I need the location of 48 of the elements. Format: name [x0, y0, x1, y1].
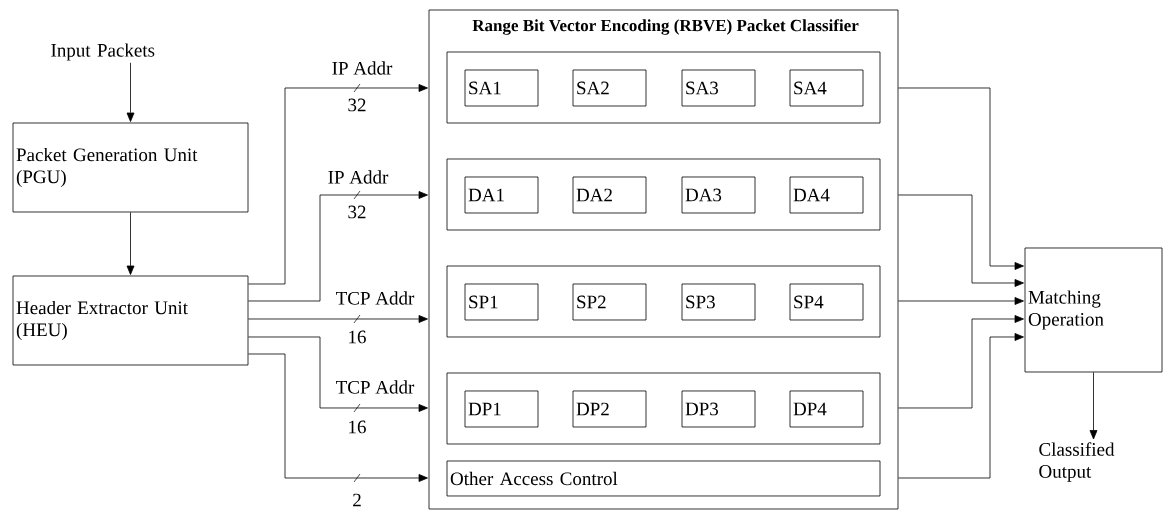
text-label: Input Packets [51, 43, 155, 61]
field-box: DP4 [789, 390, 864, 428]
field-box: DA1 [464, 176, 539, 214]
field-box: DA3 [681, 176, 756, 214]
arrow [126, 212, 135, 275]
arrow [898, 315, 1024, 409]
arrow [248, 84, 428, 285]
field-box: DA2 [572, 176, 647, 214]
arrow [1089, 372, 1098, 440]
process-box: Other Access Control [446, 460, 881, 497]
field-box: SA3 [681, 69, 756, 107]
edge-label: IP Addr [332, 61, 393, 75]
arrow [248, 191, 428, 302]
edge-label: TCP Addr [336, 291, 415, 305]
field-box: SP1 [464, 283, 539, 321]
group-box [446, 158, 881, 231]
text-label: Classified Output [1039, 442, 1115, 482]
field-box: DP2 [572, 390, 647, 428]
field-box: SA4 [789, 69, 864, 107]
arrow [898, 87, 1024, 270]
arrow [126, 62, 135, 122]
group-box [446, 372, 881, 445]
process-box: Header Extractor Unit (HEU) [12, 275, 249, 366]
bus-width-label: 16 [349, 420, 366, 434]
field-box: SP2 [572, 283, 647, 321]
field-box: SP3 [681, 283, 756, 321]
field-box: DA4 [789, 176, 864, 214]
arrow [248, 353, 428, 482]
arrow [898, 333, 1024, 479]
bus-width-label: 32 [348, 205, 366, 219]
process-box: Packet Generation Unit (PGU) [12, 122, 249, 213]
arrow [898, 194, 1024, 287]
field-box: SA1 [464, 69, 539, 107]
bus-width-label: 16 [349, 330, 366, 344]
field-box: DP3 [681, 390, 756, 428]
group-box [446, 265, 881, 338]
arrow [248, 315, 428, 323]
arrow [898, 297, 1024, 305]
edge-label: TCP Addr [336, 380, 415, 394]
edge-label: IP Addr [328, 170, 389, 184]
field-box: SP4 [789, 283, 864, 321]
field-box: DP1 [464, 390, 539, 428]
bus-width-label: 2 [353, 493, 361, 507]
process-box: Matching Operation [1024, 247, 1163, 373]
group-box [446, 51, 881, 124]
bus-width-label: 32 [348, 98, 366, 112]
field-box: SA2 [572, 69, 647, 107]
arrow [248, 336, 428, 412]
